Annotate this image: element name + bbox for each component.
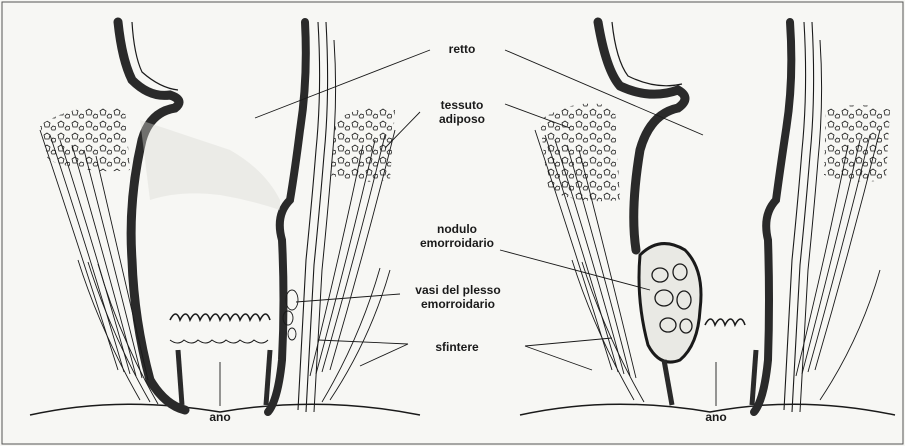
label-nodulo-line1: nodulo bbox=[405, 222, 509, 236]
dentate-line-left bbox=[170, 340, 268, 343]
label-sfintere-text: sfintere bbox=[425, 340, 489, 354]
rectal-wall-left-line bbox=[132, 22, 178, 90]
label-vasi-line2: emorroidario bbox=[400, 297, 516, 311]
anal-canal-right-wall bbox=[266, 350, 270, 405]
label-ano-left-text: ano bbox=[200, 410, 240, 424]
anal-columns-right bbox=[705, 319, 745, 325]
leader-sfintere-3 bbox=[525, 338, 612, 346]
leader-nodulo bbox=[500, 250, 650, 290]
label-ano-left: ano bbox=[200, 410, 240, 424]
label-ano-right-text: ano bbox=[696, 410, 736, 424]
label-ano-right: ano bbox=[696, 410, 736, 424]
label-tessuto-line1: tessuto bbox=[420, 98, 504, 112]
leader-retto-left bbox=[255, 50, 430, 118]
leader-sfintere-4 bbox=[525, 346, 592, 370]
leader-vasi bbox=[296, 294, 400, 302]
label-tessuto-adiposo: tessuto adiposo bbox=[420, 98, 504, 126]
anal-canal-right-a bbox=[664, 360, 672, 405]
label-vasi-line1: vasi del plesso bbox=[400, 283, 516, 297]
leader-sfintere-2 bbox=[360, 344, 408, 366]
leader-sfintere-1 bbox=[318, 340, 408, 344]
label-nodulo-emorroidario: nodulo emorroidario bbox=[405, 222, 509, 250]
rectal-wall-left-b bbox=[268, 22, 306, 412]
rectal-wall-right-b bbox=[754, 22, 791, 412]
lumen-shade-left bbox=[140, 120, 280, 210]
fat-tissue-left-b bbox=[330, 107, 395, 182]
anal-columns-left bbox=[170, 314, 270, 320]
label-retto: retto bbox=[432, 42, 492, 56]
anal-canal-left-wall bbox=[178, 350, 182, 405]
fat-tissue-left-a bbox=[40, 107, 130, 171]
label-sfintere: sfintere bbox=[425, 340, 489, 354]
label-nodulo-line2: emorroidario bbox=[405, 236, 509, 250]
fat-tissue-right-b bbox=[824, 105, 890, 182]
label-retto-text: retto bbox=[432, 42, 492, 56]
label-vasi-plesso: vasi del plesso emorroidario bbox=[400, 283, 516, 311]
rectal-wall-right-line bbox=[612, 22, 682, 86]
rectal-wall-left-a bbox=[118, 22, 185, 410]
left-panel bbox=[30, 22, 420, 415]
hemorrhoidal-nodule bbox=[639, 244, 701, 362]
anal-canal-right-b bbox=[752, 350, 756, 405]
label-tessuto-line2: adiposo bbox=[420, 112, 504, 126]
